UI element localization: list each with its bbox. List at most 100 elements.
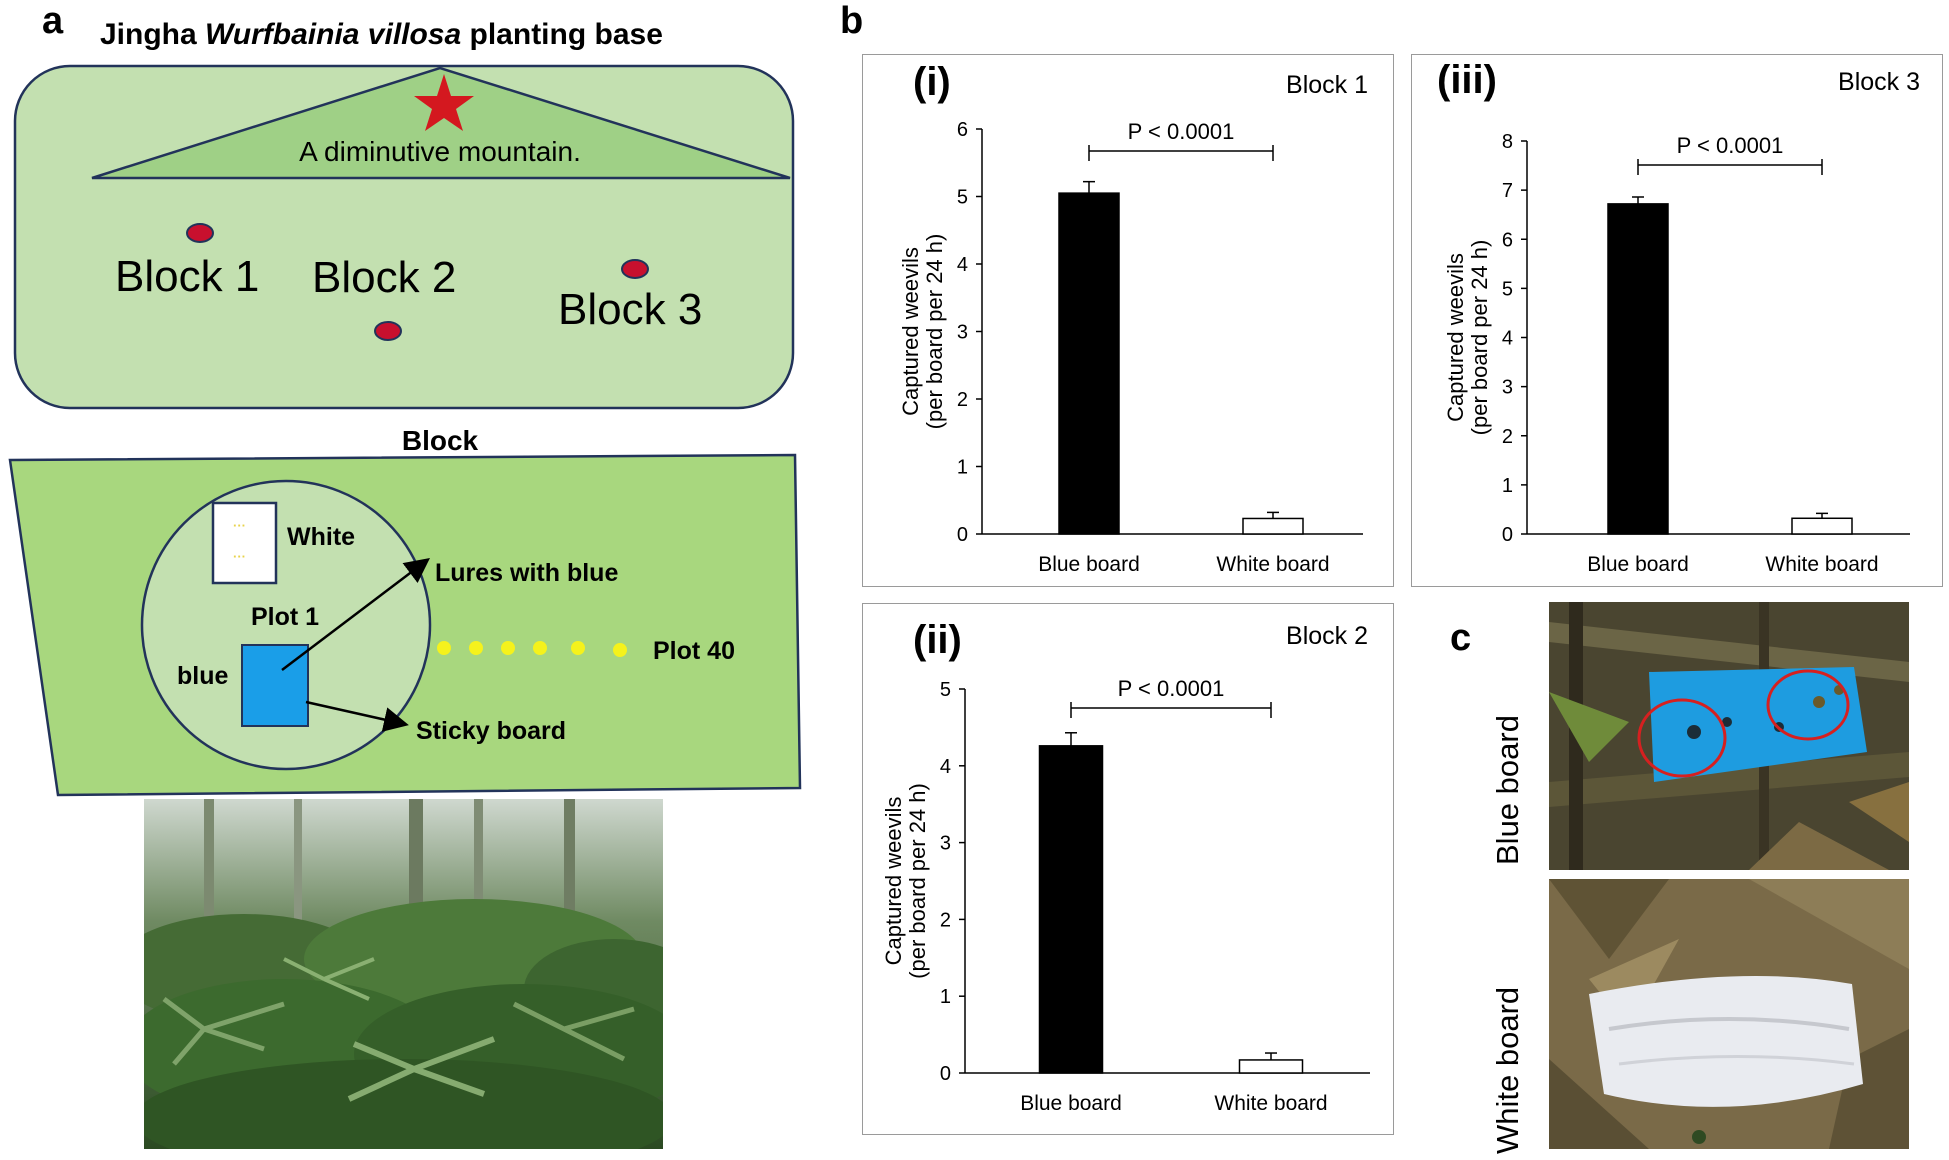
white-board-photo-illustration	[1549, 879, 1909, 1149]
y-axis-label: Captured weevils	[881, 797, 906, 966]
blue-board-photo-illustration	[1549, 602, 1909, 870]
plot-dot	[437, 641, 451, 655]
panel-label: (iii)	[1437, 58, 1497, 102]
white-sticky-board	[211, 501, 278, 585]
y-tick-label: 1	[957, 457, 968, 479]
plot-40-label: Plot 40	[653, 637, 735, 665]
blue-board-vertical-label: Blue board	[1490, 715, 1525, 865]
panel-c-letter: c	[1450, 617, 1472, 659]
y-tick-label: 0	[957, 524, 968, 546]
y-tick-label: 1	[1502, 475, 1513, 497]
y-axis-label: Captured weevils	[1443, 253, 1468, 422]
p-value-annotation: P < 0.0001	[1677, 133, 1784, 158]
title-suffix: planting base	[461, 18, 663, 51]
block-1-label: Block 1	[115, 252, 259, 301]
forest-photo	[144, 799, 663, 1149]
forest-photo-illustration	[144, 799, 663, 1149]
p-value-annotation: P < 0.0001	[1118, 676, 1225, 701]
y-tick-label: 0	[940, 1063, 951, 1085]
x-category-label: Blue board	[1587, 553, 1689, 576]
y-tick-label: 3	[1502, 377, 1513, 399]
white-board-photo-label: White board	[1490, 987, 1525, 1154]
x-category-label: Blue board	[1038, 553, 1140, 576]
y-tick-label: 5	[957, 187, 968, 209]
panel-label: (ii)	[913, 618, 962, 662]
plot-dot	[533, 641, 547, 655]
blue-board-photo-label: Blue board	[1490, 715, 1525, 865]
y-tick-label: 4	[957, 254, 968, 276]
p-value-annotation: P < 0.0001	[1128, 119, 1235, 144]
x-category-label: White board	[1765, 553, 1878, 576]
star-icon	[414, 74, 474, 131]
y-tick-label: 7	[1502, 180, 1513, 202]
x-category-label: Blue board	[1020, 1092, 1122, 1115]
block-3-label: Block 3	[558, 285, 702, 334]
title-prefix: Jingha	[100, 18, 206, 51]
block-label: Block 3	[1838, 68, 1920, 96]
y-tick-label: 3	[940, 833, 951, 855]
bar	[1607, 203, 1669, 535]
white-board-vertical-label: White board	[1490, 987, 1525, 1154]
y-tick-label: 4	[1502, 328, 1513, 350]
mountain-label: A diminutive mountain.	[299, 136, 581, 167]
bar	[1058, 192, 1120, 535]
y-tick-label: 0	[1502, 524, 1513, 546]
panel-b-letter: b	[840, 0, 864, 42]
lures-with-blue-label: Lures with blue	[435, 559, 618, 587]
sticky-board-arrow	[305, 700, 409, 732]
plot-dot	[469, 641, 483, 655]
block-3-marker	[621, 259, 649, 279]
y-tick-label: 2	[940, 909, 951, 931]
white-board-photo	[1549, 879, 1909, 1149]
y-tick-label: 5	[1502, 278, 1513, 300]
site-map-diagram: A diminutive mountain. Block 1 Block 2 B…	[8, 64, 802, 797]
y-tick-label: 8	[1502, 131, 1513, 153]
blue-board-photo	[1549, 602, 1909, 870]
planting-base-title: Jingha Wurfbainia villosa planting base	[100, 18, 663, 52]
species-name: Wurfbainia villosa	[205, 18, 462, 51]
panel-label: (i)	[913, 60, 951, 104]
bar	[1038, 745, 1104, 1074]
y-tick-label: 4	[940, 756, 951, 778]
white-board-lure-dots: ···	[233, 518, 246, 533]
y-axis-label-units: (per board per 24 h)	[905, 783, 930, 979]
y-axis-label-units: (per board per 24 h)	[1467, 240, 1492, 436]
y-tick-label: 2	[957, 389, 968, 411]
x-category-label: White board	[1214, 1092, 1327, 1115]
block-2-marker	[374, 321, 402, 341]
y-tick-label: 2	[1502, 426, 1513, 448]
bar	[1242, 517, 1304, 535]
panel-a-letter: a	[42, 0, 64, 42]
blue-label: blue	[177, 662, 228, 690]
white-board-lure-dots-2: ···	[233, 549, 246, 564]
bar	[1791, 517, 1853, 535]
x-category-label: White board	[1216, 553, 1329, 576]
plot-dot	[571, 641, 585, 655]
lures-arrow	[281, 557, 430, 671]
sticky-board-label: Sticky board	[416, 717, 566, 745]
y-tick-label: 1	[940, 986, 951, 1008]
block-1-marker	[186, 223, 214, 243]
y-axis-label: Captured weevils	[898, 247, 923, 416]
plot-dot	[501, 641, 515, 655]
bar	[1238, 1059, 1304, 1074]
block-2-label: Block 2	[312, 253, 456, 302]
block-label: Block 2	[1286, 622, 1368, 650]
plot-dot	[613, 643, 627, 657]
mountain-shape	[91, 66, 791, 180]
y-tick-label: 6	[957, 119, 968, 141]
y-axis-label-units: (per board per 24 h)	[922, 234, 947, 430]
plot-1-label: Plot 1	[251, 603, 319, 631]
y-tick-label: 3	[957, 322, 968, 344]
y-tick-label: 6	[1502, 229, 1513, 251]
block-heading: Block	[402, 425, 479, 456]
block-label: Block 1	[1286, 71, 1368, 99]
y-tick-label: 5	[940, 679, 951, 701]
white-label: White	[287, 523, 355, 551]
